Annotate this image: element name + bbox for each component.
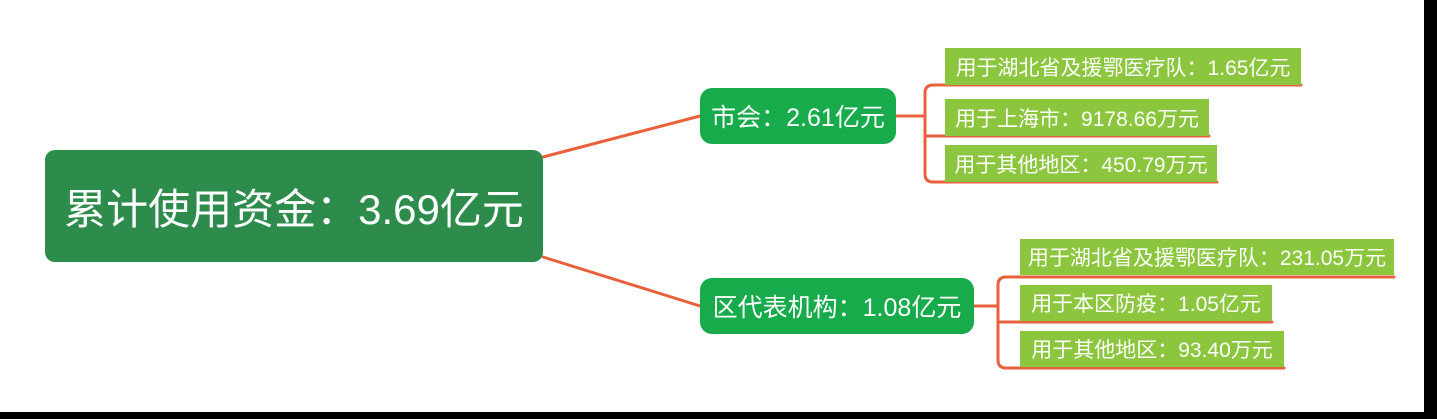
root-node-total-funds: 累计使用资金：3.69亿元 — [45, 150, 543, 262]
leaf-node-shanghai: 用于上海市：9178.66万元 — [945, 99, 1209, 136]
root-node-label: 累计使用资金：3.69亿元 — [64, 185, 524, 233]
branch-node-municipal: 市会：2.61亿元 — [700, 88, 896, 144]
leaf-node-other-regions-1: 用于其他地区：450.79万元 — [945, 145, 1217, 182]
leaf-node-label: 用于湖北省及援鄂医疗队：1.65亿元 — [955, 56, 1291, 80]
branch-node-district: 区代表机构：1.08亿元 — [700, 278, 974, 334]
edge-root-to-branch1 — [541, 114, 702, 159]
leaf-node-label: 用于上海市：9178.66万元 — [955, 107, 1199, 131]
edge-root-to-branch2 — [541, 255, 702, 308]
leaf-node-label: 用于其他地区：450.79万元 — [954, 153, 1208, 177]
branch-node-label: 区代表机构：1.08亿元 — [712, 294, 962, 322]
leaf-node-label: 用于其他地区：93.40万元 — [1031, 339, 1273, 362]
right-edge-bar — [1424, 0, 1437, 419]
leaf-node-label: 用于湖北省及援鄂医疗队：231.05万元 — [1027, 247, 1387, 270]
bottom-edge-bar — [0, 412, 1437, 419]
leaf-node-label: 用于本区防疫：1.05亿元 — [1031, 293, 1261, 316]
leaf-node-hubei-medical-1: 用于湖北省及援鄂医疗队：1.65亿元 — [945, 48, 1301, 85]
leaf-node-district-epidemic: 用于本区防疫：1.05亿元 — [1020, 285, 1272, 321]
leaf-node-hubei-medical-2: 用于湖北省及援鄂医疗队：231.05万元 — [1020, 239, 1394, 275]
edge-branch1-bracket — [923, 83, 1303, 184]
branch-node-label: 市会：2.61亿元 — [711, 104, 885, 132]
leaf-node-other-regions-2: 用于其他地区：93.40万元 — [1020, 331, 1284, 367]
